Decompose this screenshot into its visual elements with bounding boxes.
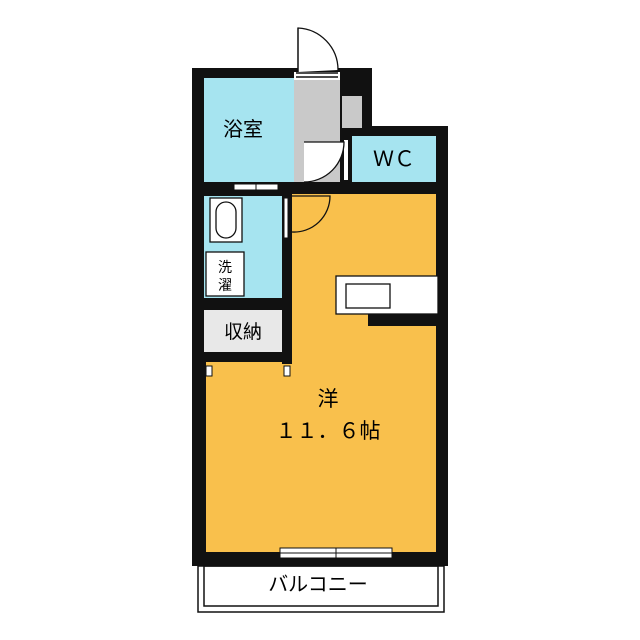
kitchen-counter — [335, 275, 439, 326]
storage-room — [204, 310, 282, 352]
wc-room — [352, 136, 436, 182]
partition-wall — [282, 194, 292, 364]
storage-label: 収納 — [224, 321, 262, 343]
washing-machine — [205, 251, 245, 297]
western-label: 洋 — [318, 387, 339, 411]
sliding-doors — [205, 183, 291, 377]
bath-label: 浴室 — [223, 117, 263, 141]
laundry-label-1: 洗 — [218, 260, 232, 276]
partition-wall-3 — [204, 298, 282, 310]
balcony — [197, 565, 445, 613]
partition-wall-2 — [204, 352, 292, 362]
western-door — [291, 195, 331, 233]
step-area — [342, 96, 362, 128]
western-size-label: １１．６帖 — [276, 419, 381, 443]
balcony-window — [279, 547, 393, 559]
western-room-lower — [206, 362, 436, 552]
entrance-door — [297, 27, 339, 72]
wash-basin — [209, 197, 243, 243]
wc-label: ＷＣ — [373, 147, 415, 171]
bath-room — [204, 78, 294, 182]
inner-door — [303, 141, 345, 183]
balcony-label: バルコニー — [268, 572, 368, 596]
laundry-label-2: 濯 — [218, 278, 232, 294]
